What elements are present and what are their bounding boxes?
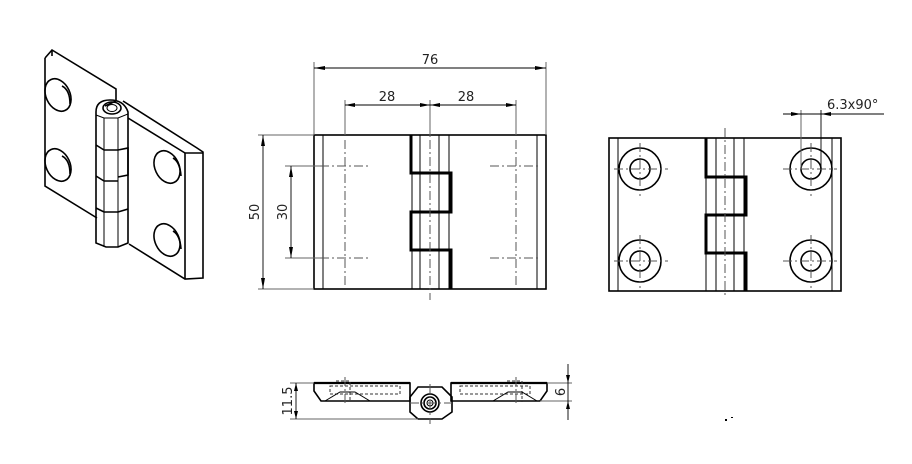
front-view xyxy=(313,106,547,300)
top-view xyxy=(313,377,548,424)
back-view xyxy=(608,128,842,298)
dim-hole-spacing-left: 28 xyxy=(379,90,396,105)
dim-hole-spacing-vertical: 30 xyxy=(276,204,291,221)
isometric-view xyxy=(44,48,204,280)
front-view-dimensions: 76 28 28 50 30 xyxy=(248,53,547,290)
countersink-hole-top-right xyxy=(783,143,837,196)
stray-mark xyxy=(731,417,733,418)
countersink-dimension: 6.3x90° xyxy=(783,98,884,169)
countersink-hole-bottom-right xyxy=(783,235,837,288)
stray-mark xyxy=(725,419,727,421)
dim-countersink: 6.3x90° xyxy=(827,98,878,113)
top-view-dimensions: 11.5 6 xyxy=(281,364,572,420)
countersink-hole-top-left xyxy=(614,143,668,196)
dim-hole-spacing-right: 28 xyxy=(458,90,475,105)
dim-overall-width: 76 xyxy=(422,53,439,68)
dim-leaf-thickness: 6 xyxy=(554,388,569,396)
dim-overall-height: 50 xyxy=(248,204,263,221)
countersink-hole-bottom-left xyxy=(614,235,668,288)
dim-total-thickness: 11.5 xyxy=(281,387,296,416)
